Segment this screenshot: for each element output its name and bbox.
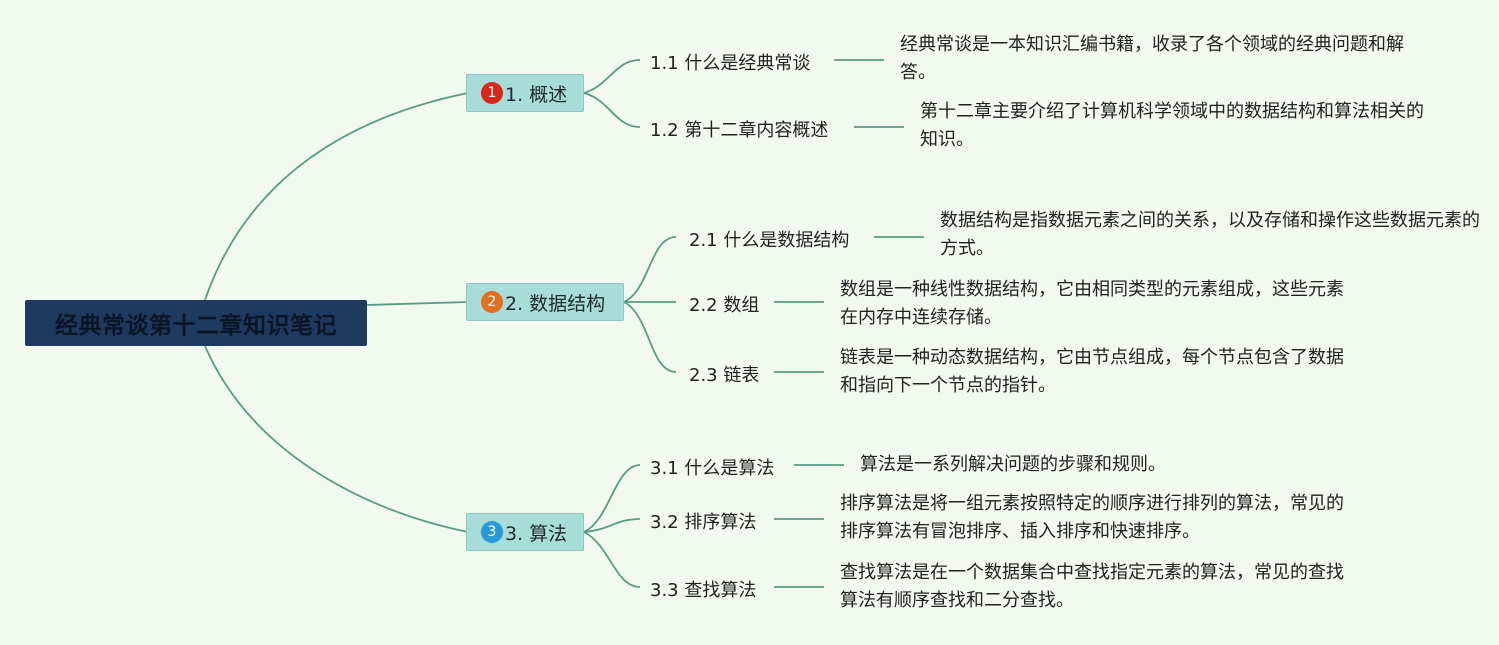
connector-root-b3 xyxy=(204,345,469,533)
description-3-2: 排序算法是将一组元素按照特定的顺序进行排列的算法，常见的排序算法有冒泡排序、插入… xyxy=(840,493,1344,542)
root-topic-label: 经典常谈第十二章知识笔记 xyxy=(55,313,337,339)
connector-b3-c3 xyxy=(583,531,641,588)
branch-overview[interactable]: 1 1. 概述 xyxy=(466,74,584,112)
connector-root-b2 xyxy=(366,301,469,306)
description-2-3: 链表是一种动态数据结构，它由节点组成，每个节点包含了数据和指向下一个节点的指针。 xyxy=(840,347,1344,396)
branch-data-structures[interactable]: 2 2. 数据结构 xyxy=(466,283,624,321)
subtopic-2-3[interactable]: 2.3 链表 xyxy=(689,365,760,386)
connector-b2-c1 xyxy=(623,236,677,303)
branch-label: 1. 概述 xyxy=(505,83,568,106)
connector-b3-c2 xyxy=(583,518,641,533)
priority-1-icon: 1 xyxy=(481,82,503,104)
subtopic-3-3[interactable]: 3.3 查找算法 xyxy=(650,580,757,601)
description-2-2: 数组是一种线性数据结构，它由相同类型的元素组成，这些元素在内存中连续存储。 xyxy=(840,279,1344,328)
branch-label: 3. 算法 xyxy=(505,522,568,545)
subtopic-1-1[interactable]: 1.1 什么是经典常谈 xyxy=(650,53,811,74)
subtopic-3-2[interactable]: 3.2 排序算法 xyxy=(650,512,757,533)
priority-2-icon: 2 xyxy=(481,291,503,313)
connector-b2-c3 xyxy=(623,301,677,373)
description-1-1: 经典常谈是一本知识汇编书籍，收录了各个领域的经典问题和解答。 xyxy=(900,34,1404,83)
subtopic-2-2[interactable]: 2.2 数组 xyxy=(689,295,760,316)
description-1-2: 第十二章主要介绍了计算机科学领域中的数据结构和算法相关的知识。 xyxy=(920,101,1424,150)
description-2-1: 数据结构是指数据元素之间的关系，以及存储和操作这些数据元素的方式。 xyxy=(940,210,1480,259)
branch-algorithms[interactable]: 3 3. 算法 xyxy=(466,513,584,551)
subtopic-2-1[interactable]: 2.1 什么是数据结构 xyxy=(689,230,850,251)
subtopic-1-2[interactable]: 1.2 第十二章内容概述 xyxy=(650,120,829,141)
description-3-1: 算法是一系列解决问题的步骤和规则。 xyxy=(860,454,1166,475)
priority-3-icon: 3 xyxy=(481,521,503,543)
connector-root-b1 xyxy=(204,92,469,301)
connector-b1-c1 xyxy=(583,59,641,94)
subtopic-3-1[interactable]: 3.1 什么是算法 xyxy=(650,458,775,479)
connector-b3-c1 xyxy=(583,464,641,533)
root-topic[interactable]: 经典常谈第十二章知识笔记 xyxy=(25,300,367,346)
connector-b1-c2 xyxy=(583,92,641,128)
description-3-3: 查找算法是在一个数据集合中查找指定元素的算法，常见的查找算法有顺序查找和二分查找… xyxy=(840,562,1344,611)
branch-label: 2. 数据结构 xyxy=(505,292,606,315)
